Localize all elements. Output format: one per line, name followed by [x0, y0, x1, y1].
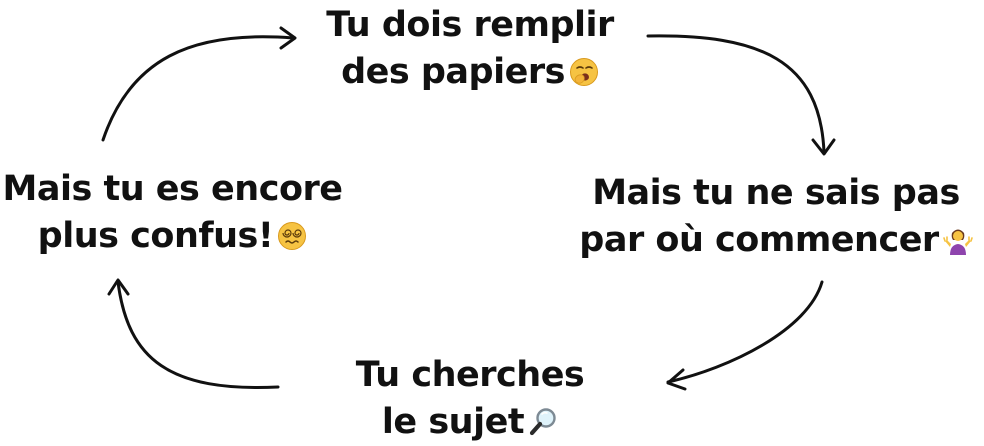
arrow-right-to-bottom	[666, 280, 824, 391]
step-search-subject-line2: le sujet	[381, 402, 525, 442]
step-dont-know-where-line1: Mais tu ne sais pas	[592, 173, 960, 213]
step-dont-know-where-line2-wrap: par où commencer	[558, 217, 984, 264]
arrow-left-to-top	[101, 26, 297, 142]
arrow-top-to-right	[646, 34, 836, 156]
step-search-subject-line2-wrap: le sujet	[320, 399, 620, 446]
step-more-confused-line2-wrap: plus confus!	[0, 213, 345, 260]
step-dont-know-where-line2: par où commencer	[579, 220, 939, 260]
person-shrugging-icon	[942, 225, 973, 255]
step-fill-papers: Tu dois remplir des papiers	[300, 2, 640, 96]
step-more-confused-line2: plus confus!	[37, 216, 274, 256]
step-fill-papers-line1: Tu dois remplir	[326, 5, 614, 45]
step-search-subject: Tu cherches le sujet	[320, 352, 620, 446]
yawning-face-icon	[569, 57, 599, 87]
step-more-confused-line1: Mais tu es encore	[2, 169, 344, 209]
step-more-confused: Mais tu es encore plus confus!	[0, 166, 345, 260]
step-fill-papers-line2: des papiers	[341, 52, 565, 92]
dizzy-face-icon	[277, 221, 307, 251]
step-search-subject-line1: Tu cherches	[355, 355, 585, 395]
arrow-bottom-to-left	[107, 278, 280, 390]
step-fill-papers-line2-wrap: des papiers	[300, 49, 640, 96]
magnifying-glass-icon	[528, 407, 558, 437]
step-dont-know-where: Mais tu ne sais pas par où commencer	[558, 170, 984, 264]
